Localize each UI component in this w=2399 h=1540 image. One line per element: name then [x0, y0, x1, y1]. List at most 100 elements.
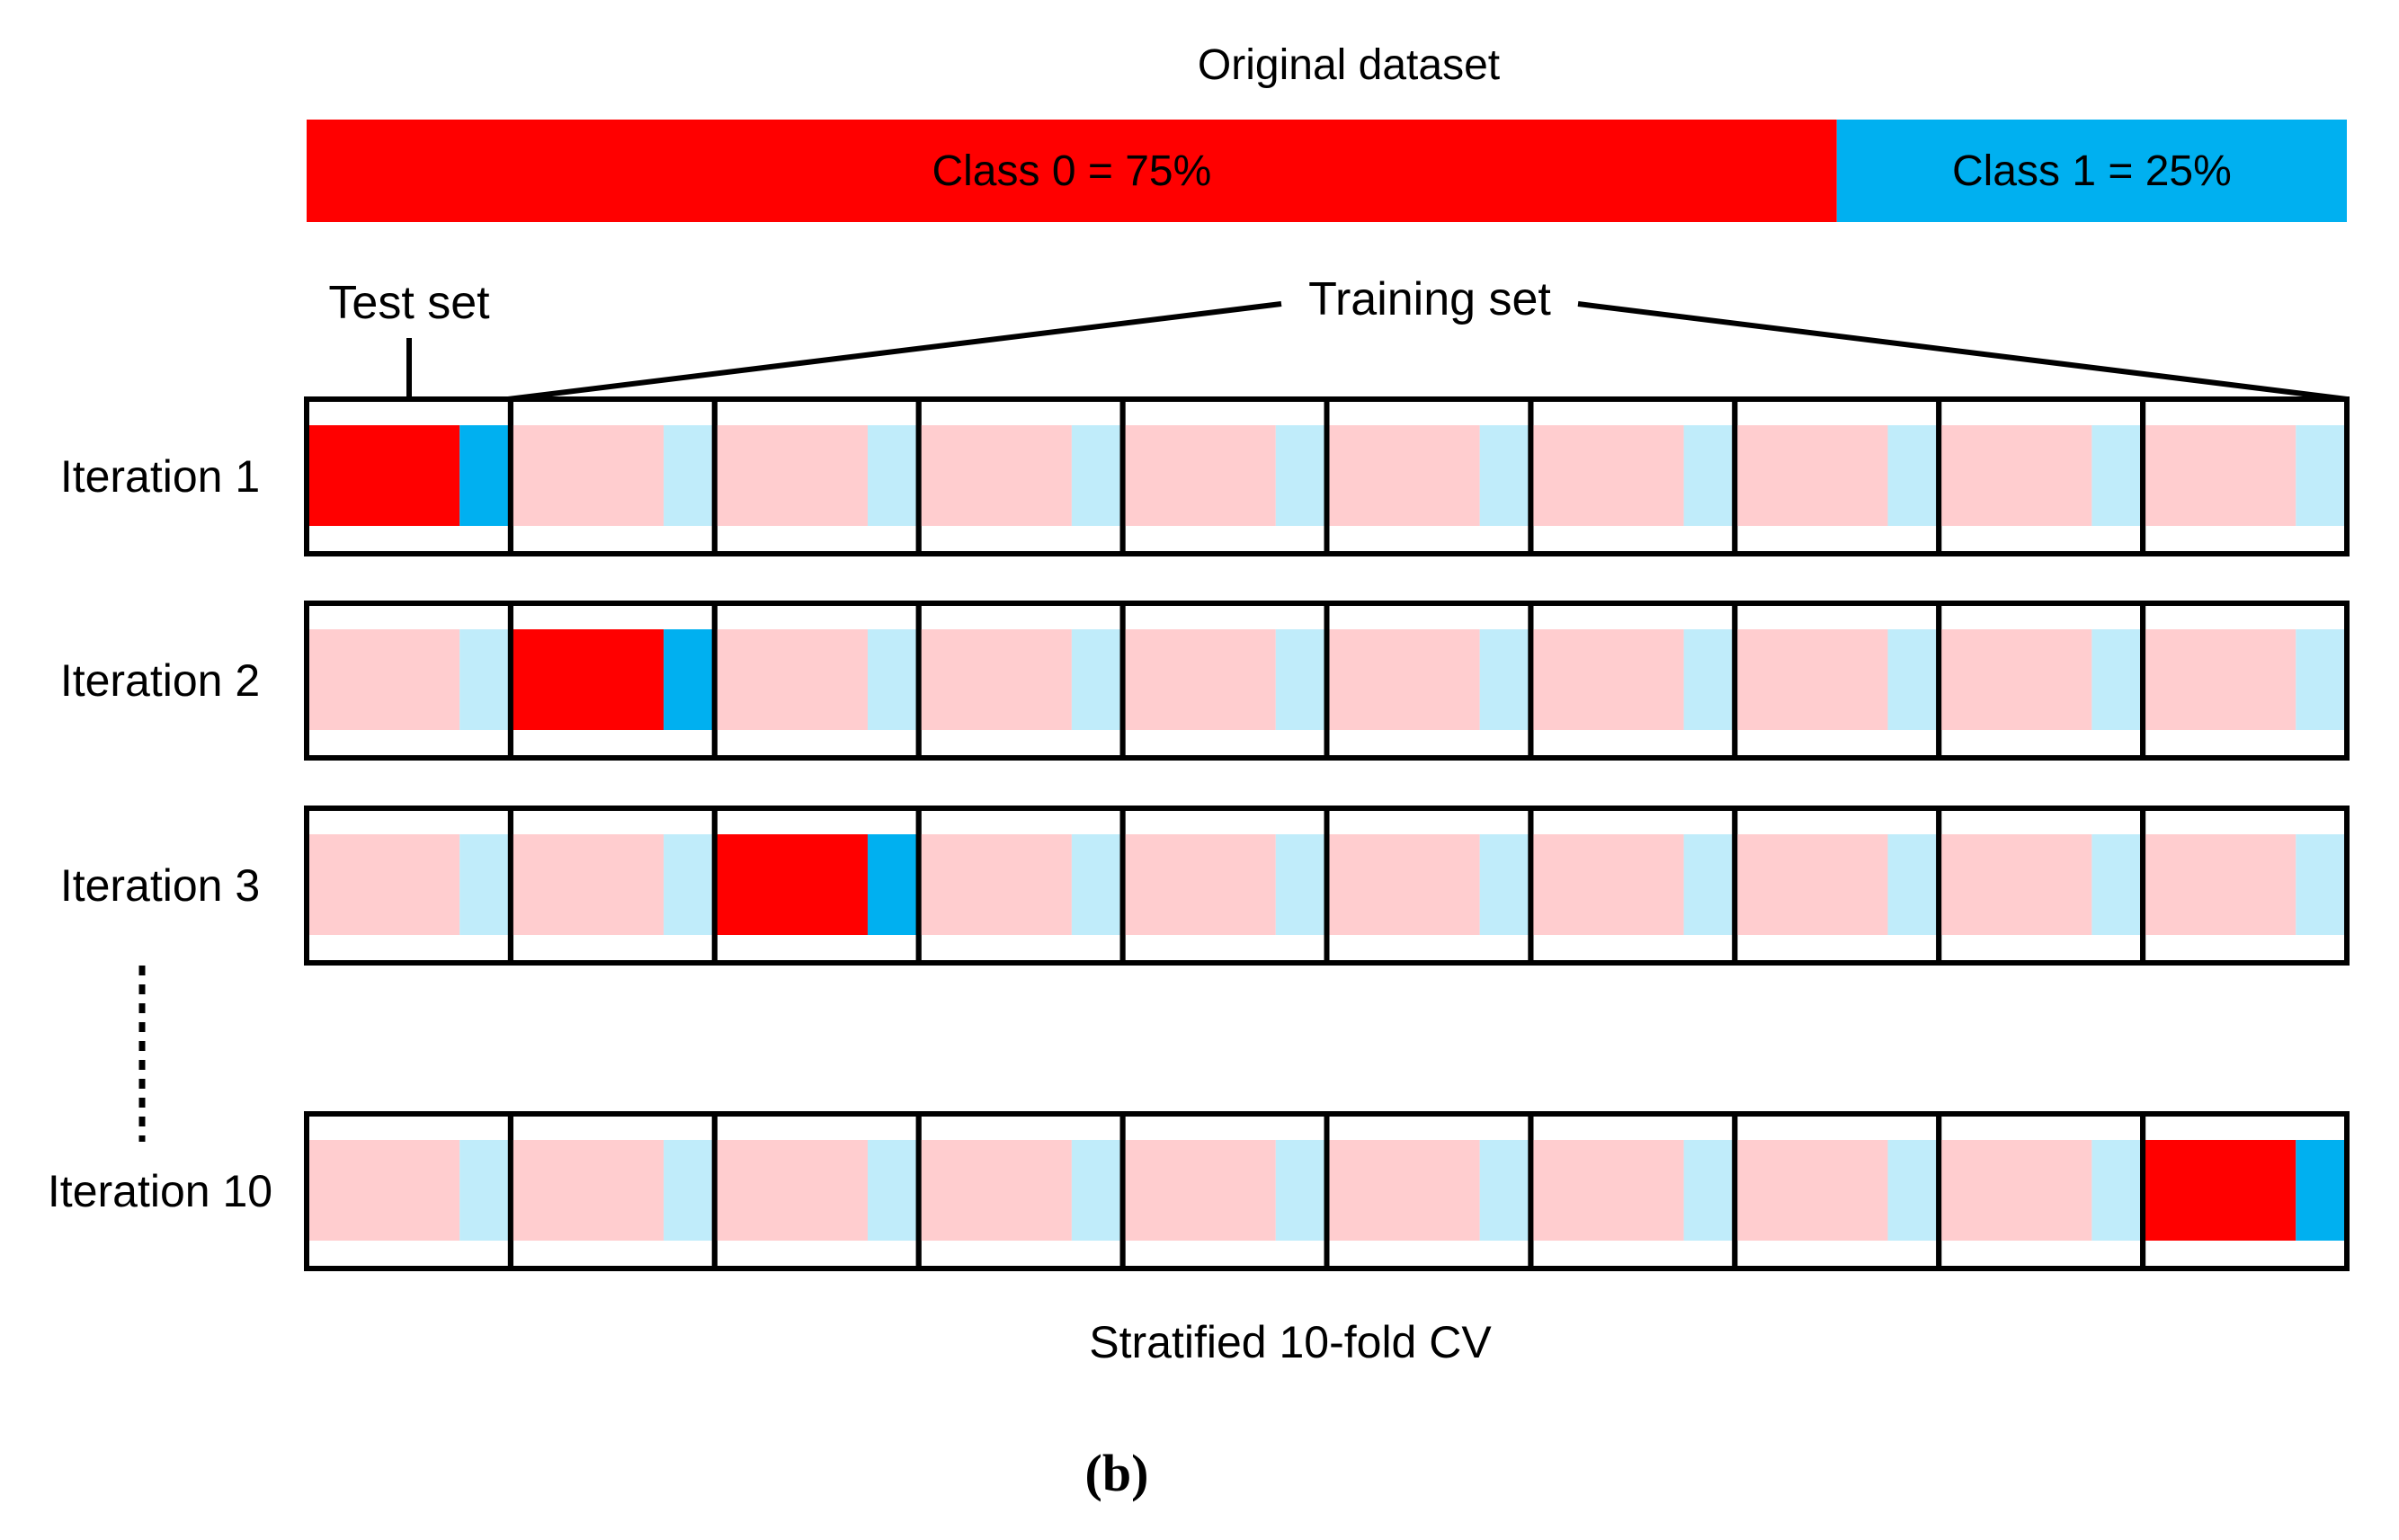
fold-class-0 [1122, 1140, 1276, 1241]
iteration-row: Iteration 2 [60, 601, 2350, 761]
fold-class-0 [2143, 425, 2296, 526]
fold-class-0 [714, 834, 868, 935]
fold-class-0 [1122, 425, 1276, 526]
fold-class-1 [1683, 629, 1735, 730]
footer-label: Stratified 10-fold CV [1089, 1317, 1492, 1367]
training-fold [1732, 806, 1942, 966]
test-fold [507, 601, 718, 761]
training-fold [915, 601, 1126, 761]
fold-class-1 [1479, 834, 1531, 935]
fold-class-1 [1071, 834, 1123, 935]
fold-class-0 [307, 629, 460, 730]
class-1-segment [1836, 120, 2347, 222]
iteration-row: Iteration 1 [60, 396, 2350, 556]
fold-class-0 [510, 425, 664, 526]
fold-class-1 [2091, 834, 2144, 935]
training-fold [1119, 806, 1330, 966]
fold-class-1 [459, 425, 511, 526]
fold-class-0 [2143, 1140, 2296, 1241]
fold-class-0 [1530, 1140, 1684, 1241]
fold-class-0 [510, 629, 664, 730]
test-fold [711, 806, 922, 966]
class-1-label: Class 1 = 25% [1952, 147, 2232, 195]
fold-class-1 [664, 834, 715, 935]
fold-class-0 [1326, 425, 1480, 526]
iteration-label: Iteration 2 [60, 655, 260, 706]
fold-border [2140, 1111, 2350, 1271]
training-fold [1528, 1111, 1738, 1271]
fold-class-0 [2143, 834, 2296, 935]
fold-class-0 [918, 1140, 1072, 1241]
fold-class-0 [1939, 629, 2092, 730]
fold-class-1 [2091, 1140, 2144, 1241]
training-fold [2140, 601, 2350, 761]
iteration-label: Iteration 3 [60, 860, 260, 911]
fold-class-0 [1530, 425, 1684, 526]
training-fold [304, 1111, 513, 1271]
training-fold [1936, 601, 2146, 761]
test-fold [304, 396, 513, 556]
fold-class-0 [1939, 834, 2092, 935]
fold-class-1 [664, 1140, 715, 1241]
training-fold [2140, 396, 2350, 556]
fold-class-1 [1479, 629, 1531, 730]
training-fold [915, 1111, 1126, 1271]
training-fold [1119, 396, 1330, 556]
fold-class-1 [867, 1140, 919, 1241]
test-set-label: Test set [328, 277, 490, 329]
fold-class-1 [2091, 425, 2144, 526]
fold-class-0 [1326, 834, 1480, 935]
fold-class-0 [1326, 1140, 1480, 1241]
iteration-rows: Iteration 1 Iteration 2 Iteration 3 Iterati… [48, 396, 2350, 1271]
training-fold [1936, 806, 2146, 966]
training-fold [1324, 1111, 1534, 1271]
fold-class-0 [918, 834, 1072, 935]
fold-class-1 [1071, 629, 1123, 730]
training-fold [507, 396, 718, 556]
fold-class-0 [1122, 629, 1276, 730]
fold-class-1 [1479, 425, 1531, 526]
original-dataset-bar: Class 0 = 75% Class 1 = 25% [307, 120, 2347, 222]
set-annotations: Test set Training set [328, 273, 2348, 402]
fold-class-0 [918, 425, 1072, 526]
iteration-label: Iteration 10 [48, 1166, 272, 1216]
fold-class-1 [1275, 629, 1327, 730]
fold-class-0 [1735, 425, 1888, 526]
fold-class-1 [2091, 629, 2144, 730]
fold-class-0 [1530, 629, 1684, 730]
fold-class-0 [1735, 629, 1888, 730]
training-set-pointer-right [1577, 301, 2348, 402]
training-fold [1324, 396, 1534, 556]
fold-class-1 [664, 629, 715, 730]
training-fold [711, 396, 922, 556]
training-fold [304, 806, 513, 966]
class-0-segment [307, 120, 1837, 222]
training-set-pointer-left [507, 301, 1282, 402]
fold-class-1 [459, 1140, 511, 1241]
fold-class-1 [1683, 425, 1735, 526]
fold-class-0 [714, 1140, 868, 1241]
fold-class-0 [714, 629, 868, 730]
iteration-row: Iteration 10 [48, 1111, 2350, 1271]
fold-border [2140, 806, 2350, 966]
iteration-label: Iteration 1 [60, 451, 260, 502]
fold-class-1 [1683, 834, 1735, 935]
fold-class-1 [1275, 1140, 1327, 1241]
fold-class-0 [1735, 834, 1888, 935]
fold-class-1 [1071, 1140, 1123, 1241]
training-fold [507, 1111, 718, 1271]
training-fold [1528, 601, 1738, 761]
fold-class-1 [1275, 834, 1327, 935]
fold-class-0 [1939, 1140, 2092, 1241]
fold-class-0 [1939, 425, 2092, 526]
training-fold [915, 396, 1126, 556]
training-set-label: Training set [1308, 273, 1551, 325]
fold-class-1 [1887, 629, 1940, 730]
training-fold [711, 601, 922, 761]
training-fold [1732, 601, 1942, 761]
fold-class-1 [1683, 1140, 1735, 1241]
figure-caption: (b) [1085, 1444, 1149, 1502]
fold-class-0 [2143, 629, 2296, 730]
fold-class-1 [867, 425, 919, 526]
iteration-row: Iteration 3 [60, 806, 2350, 966]
